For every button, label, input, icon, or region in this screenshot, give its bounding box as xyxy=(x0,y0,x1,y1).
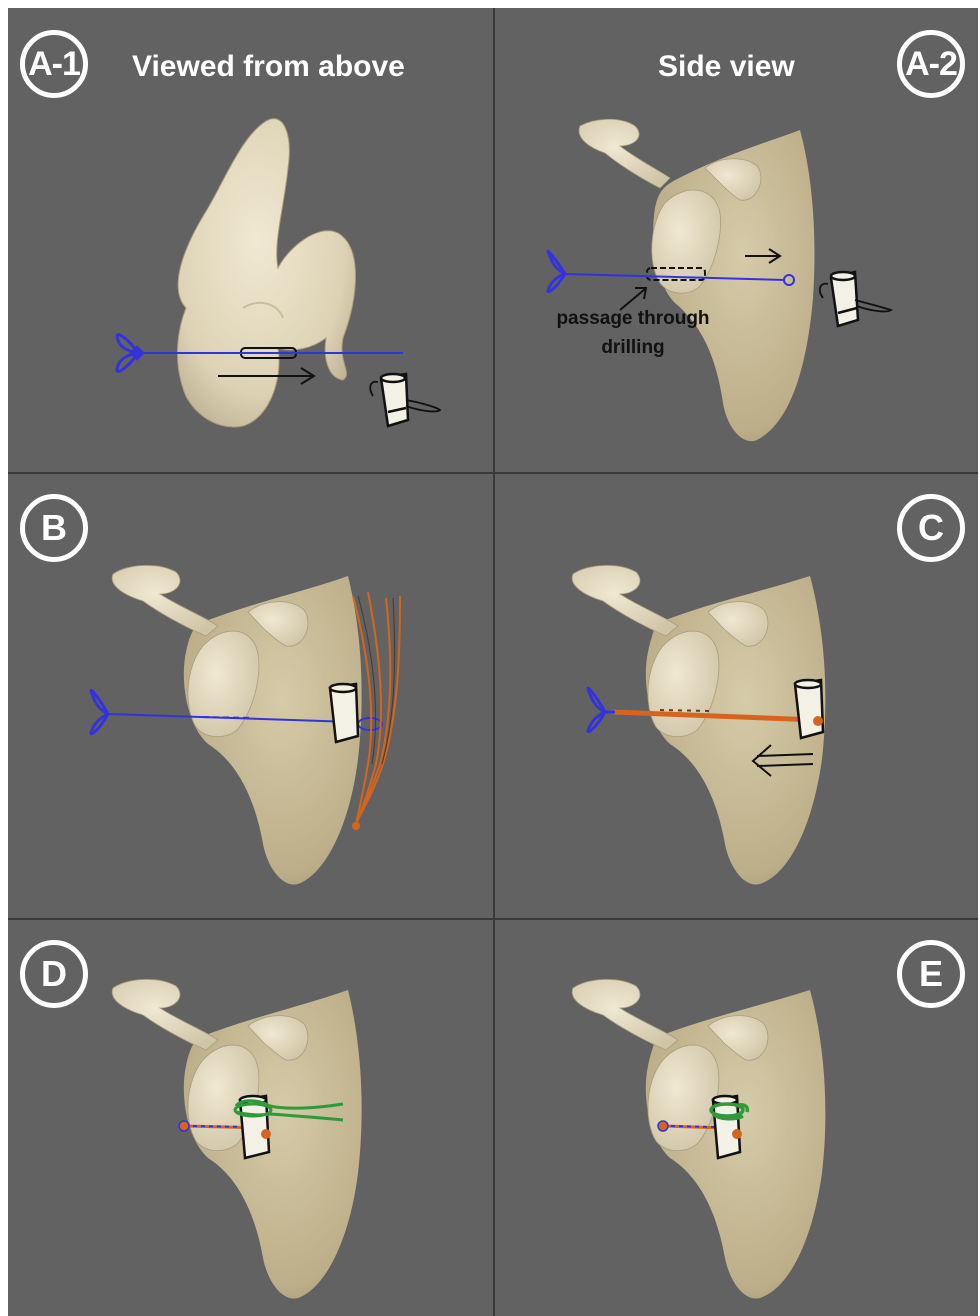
e-suture-knot xyxy=(732,1129,742,1139)
badge-d: D xyxy=(20,940,88,1008)
title-viewed-from-above: Viewed from above xyxy=(132,50,405,84)
e-acromion xyxy=(572,979,678,1050)
a1-anchor-icon xyxy=(370,374,440,426)
panel-e: E xyxy=(495,920,978,1316)
badge-b: B xyxy=(20,494,88,562)
c-anchor-icon xyxy=(795,680,823,738)
b-anchor-icon xyxy=(330,684,358,742)
c-wire-loop-icon xyxy=(588,688,605,731)
badge-a1: A-1 xyxy=(20,30,88,98)
panel-d: D xyxy=(8,920,493,1316)
scapula-top-view xyxy=(177,119,355,427)
b-wire-loop-icon xyxy=(91,690,108,733)
d-acromion xyxy=(112,979,218,1050)
c-acromion xyxy=(572,565,678,636)
annotation-passage-drilling: passage through drilling xyxy=(523,304,743,362)
annotation-line1: passage through xyxy=(523,304,743,333)
a2-anchor-icon xyxy=(820,272,891,326)
a2-wire-loop-icon xyxy=(548,251,565,292)
a1-wire-loop-icon xyxy=(117,335,143,372)
title-side-view: Side view xyxy=(658,50,795,84)
panel-b: B xyxy=(8,474,493,918)
badge-e: E xyxy=(897,940,965,1008)
d-suture-knot xyxy=(261,1129,271,1139)
c-suture-knot xyxy=(813,716,823,726)
panel-c: C xyxy=(495,474,978,918)
a2-acromion xyxy=(579,119,670,188)
b-acromion xyxy=(112,565,218,636)
b-suture-end xyxy=(352,822,360,830)
badge-a2: A-2 xyxy=(897,30,965,98)
annotation-line2: drilling xyxy=(523,333,743,362)
panel-a2: Side view A-2 passage through drilling xyxy=(495,8,978,472)
badge-c: C xyxy=(897,494,965,562)
figure-canvas: A-1 Viewed from above xyxy=(8,8,978,1316)
panel-a1: A-1 Viewed from above xyxy=(8,8,493,472)
